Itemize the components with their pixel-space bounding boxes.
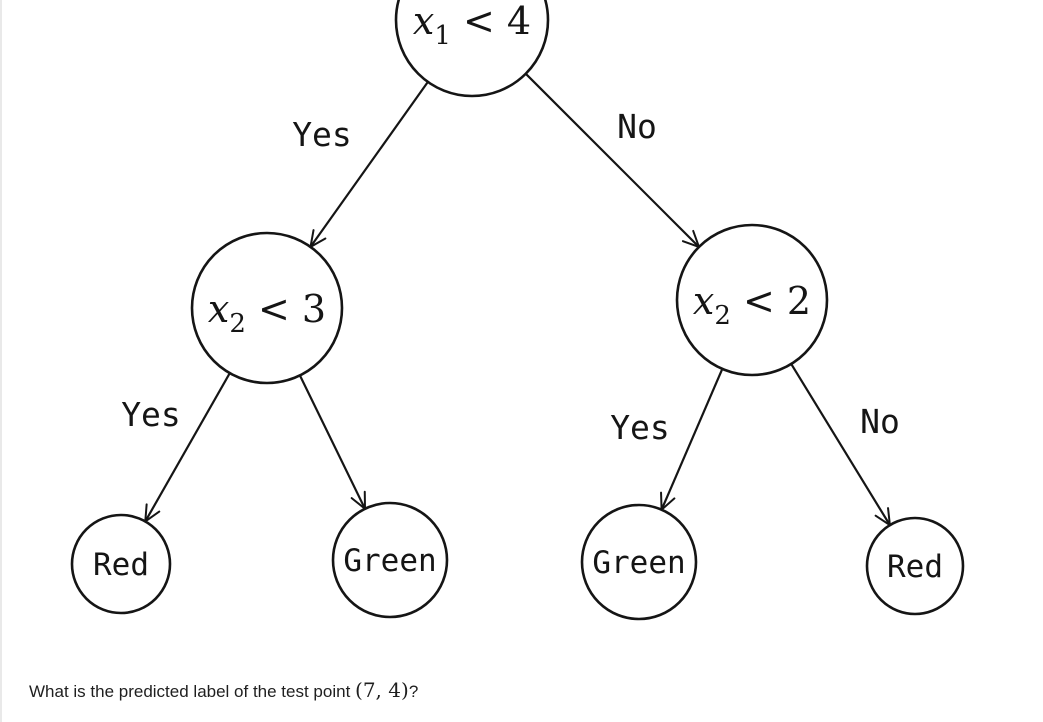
edge-label-yes-left-leaf-red-1: Yes <box>121 395 181 434</box>
tree-edge-right-to-leaf-green-2 <box>660 368 724 512</box>
tree-node-label-leaf-red-2: Red <box>887 549 943 585</box>
edge-label-yes-root-left: Yes <box>292 115 352 154</box>
edge-label-no-root-right: No <box>617 107 657 146</box>
math-comparison: < 4 <box>451 0 531 43</box>
math-comparison: < 3 <box>246 287 326 331</box>
tree-node-circle-leaf-red-2 <box>865 516 965 616</box>
tree-node-label-leaf-green-2: Green <box>592 545 685 581</box>
tree-edge-root-to-right <box>524 72 701 249</box>
tree-node-circle-leaf-green-2 <box>580 503 698 621</box>
math-variable: x <box>693 279 714 323</box>
math-subscript: 1 <box>434 21 451 51</box>
tree-node-circle-leaf-red-1 <box>70 513 172 615</box>
tree-node-circle-right <box>675 223 829 377</box>
edge-label-no-right-leaf-red-2: No <box>860 402 900 441</box>
page-left-edge <box>0 0 2 722</box>
tree-node-label-leaf-red-1: Red <box>93 547 149 583</box>
tree-edge-right-to-leaf-red-2 <box>790 363 892 528</box>
question-text: What is the predicted label of the test … <box>29 678 418 704</box>
math-variable: x <box>413 0 434 43</box>
question-math-point: (7, 4) <box>355 678 409 702</box>
tree-node-left: x2 < 3 <box>190 231 344 385</box>
math-comparison: < 2 <box>731 279 811 323</box>
tree-node-right: x2 < 2 <box>675 223 829 377</box>
tree-node-leaf-red-1: Red <box>70 513 172 615</box>
tree-node-label-right: x2 < 2 <box>693 279 811 331</box>
tree-node-circle-left <box>190 231 344 385</box>
tree-node-circle-root <box>394 0 550 98</box>
tree-node-leaf-green-1: Green <box>331 501 449 619</box>
tree-edge-root-to-left <box>309 81 429 249</box>
tree-node-leaf-red-2: Red <box>865 516 965 616</box>
tree-node-label-root: x1 < 4 <box>413 0 531 51</box>
tree-node-label-left: x2 < 3 <box>208 287 326 339</box>
tree-node-circle-leaf-green-1 <box>331 501 449 619</box>
question-prefix: What is the predicted label of the test … <box>29 682 356 701</box>
tree-edge-left-to-leaf-green-1 <box>298 374 367 511</box>
tree-edge-left-to-leaf-red-1 <box>144 372 231 524</box>
tree-node-leaf-green-2: Green <box>580 503 698 621</box>
tree-node-root: x1 < 4 <box>394 0 550 98</box>
math-subscript: 2 <box>229 309 246 339</box>
math-subscript: 2 <box>714 301 731 331</box>
math-variable: x <box>208 287 229 331</box>
edge-label-yes-right-leaf-green-2: Yes <box>610 408 670 447</box>
tree-node-label-leaf-green-1: Green <box>343 543 436 579</box>
question-suffix: ? <box>408 682 419 701</box>
